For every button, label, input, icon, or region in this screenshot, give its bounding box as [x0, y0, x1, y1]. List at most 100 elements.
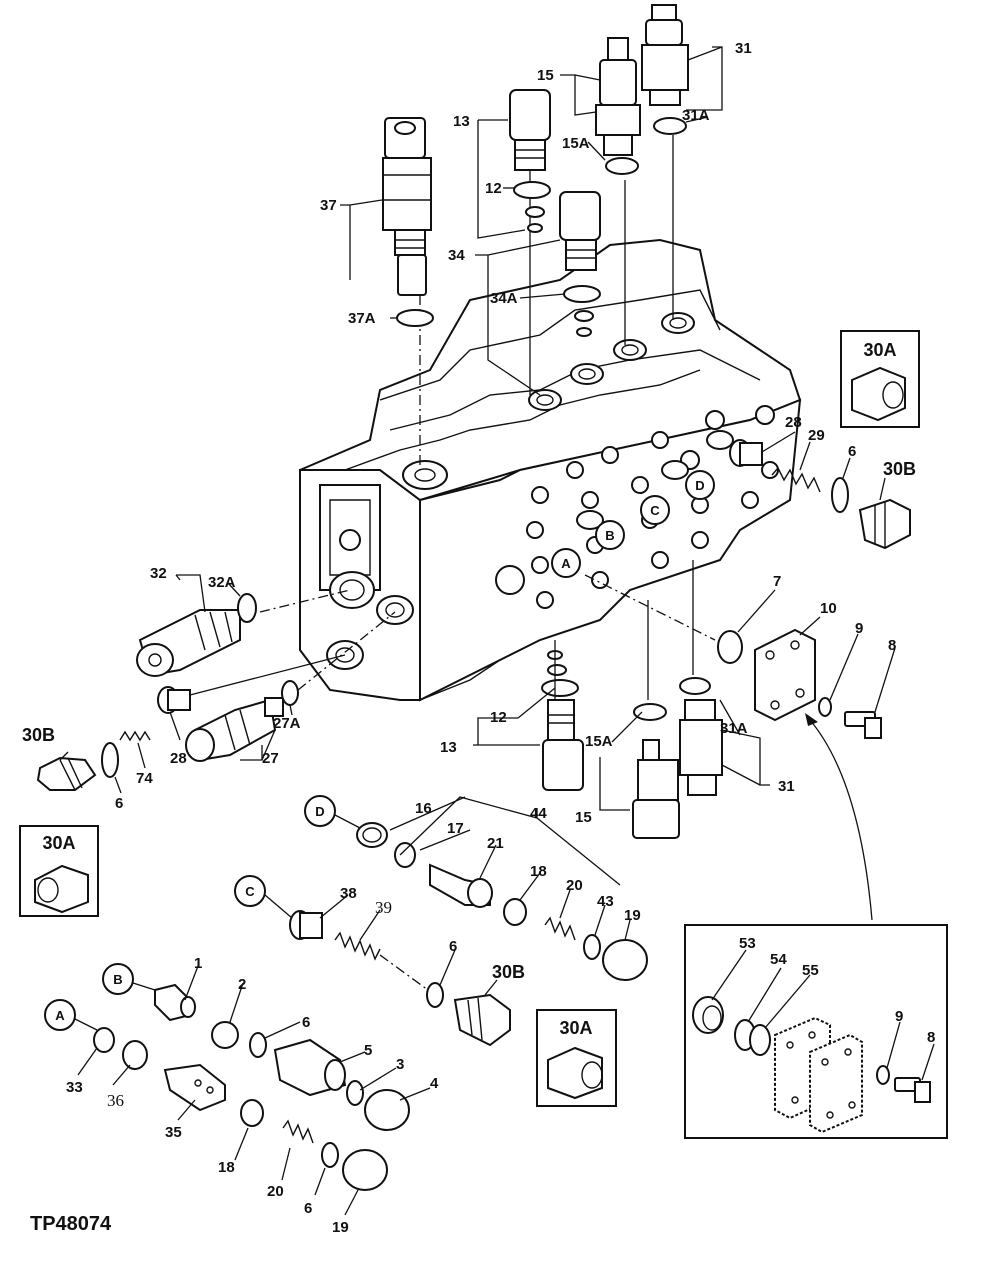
svg-text:30A: 30A — [559, 1018, 592, 1038]
o-ring-27A — [281, 680, 299, 706]
svg-text:30A: 30A — [42, 833, 75, 853]
callout-44: 44 — [530, 805, 547, 822]
seat-33 — [93, 1027, 115, 1053]
callout-6-c: 6 — [449, 938, 457, 955]
plug-18-upper — [503, 898, 527, 926]
seat-16 — [356, 822, 388, 848]
o-ring-7 — [717, 630, 743, 664]
port-marker-B-body: B — [595, 520, 625, 550]
plug-30B-center — [453, 993, 511, 1047]
callout-3: 3 — [396, 1056, 404, 1073]
label-30B-left: 30B — [22, 725, 55, 745]
svg-text:A: A — [561, 556, 571, 571]
control-valve-body: A B C D — [299, 238, 802, 702]
callout-29: 29 — [808, 427, 825, 444]
callout-18-upper: 18 — [530, 863, 547, 880]
svg-text:D: D — [695, 478, 704, 493]
callout-12-top: 12 — [485, 180, 502, 197]
lock-washer-9-inset — [876, 1065, 890, 1085]
callout-13-top: 13 — [453, 113, 470, 130]
cover-plate-10 — [754, 628, 816, 722]
relief-valve-37 — [382, 117, 432, 470]
port-marker-D-parts: D — [304, 795, 336, 827]
spring-74 — [119, 730, 151, 742]
port-marker-C-body: C — [640, 495, 670, 525]
o-ring-37A — [396, 309, 434, 327]
label-30B-center: 30B — [492, 962, 525, 982]
plug-19-lower — [342, 1149, 388, 1191]
callout-33: 33 — [66, 1079, 83, 1096]
callout-36: 36 — [107, 1091, 124, 1110]
plug-1 — [154, 983, 196, 1022]
port-marker-C-parts: C — [234, 875, 266, 907]
callout-35: 35 — [165, 1124, 182, 1141]
relief-valve-31-bottom — [679, 699, 723, 796]
poppet-21 — [429, 863, 493, 908]
leader-lines — [59, 46, 935, 1216]
spring-20-upper — [544, 916, 576, 941]
plug-box-30A-left: 30A — [19, 825, 99, 917]
callout-17: 17 — [447, 820, 464, 837]
o-ring-3 — [346, 1080, 364, 1106]
callout-38: 38 — [340, 885, 357, 902]
o-ring-6-a — [321, 1142, 339, 1168]
plug-4 — [364, 1089, 410, 1131]
valve-27 — [185, 697, 284, 762]
valve-34 — [559, 191, 601, 271]
o-ring-15A-top — [605, 157, 639, 175]
o-ring-32A — [237, 593, 257, 623]
svg-text:C: C — [245, 884, 255, 899]
port-marker-A-body: A — [551, 548, 581, 578]
callout-53: 53 — [739, 935, 756, 952]
callout-10: 10 — [820, 600, 837, 617]
o-ring-6-c — [426, 982, 444, 1008]
plug-30B-left — [36, 756, 97, 791]
svg-text:B: B — [113, 972, 122, 987]
svg-text:A: A — [55, 1008, 65, 1023]
figure-id: TP48074 — [30, 1213, 112, 1235]
callout-2: 2 — [238, 976, 246, 993]
callout-9: 9 — [855, 620, 863, 637]
callout-13-bottom: 13 — [440, 739, 457, 756]
callout-27: 27 — [262, 750, 279, 767]
sleeve-5 — [273, 1038, 347, 1097]
port-marker-D-body: D — [685, 470, 715, 500]
svg-text:30A: 30A — [863, 340, 896, 360]
callout-31-top: 31 — [735, 40, 752, 57]
front-face-holes — [495, 405, 779, 609]
seat-38 — [289, 910, 323, 940]
o-rings-34A — [563, 285, 601, 337]
plug-18-lower — [240, 1099, 264, 1127]
callout-6-right: 6 — [848, 443, 856, 460]
callout-6-a: 6 — [304, 1200, 312, 1217]
callout-7: 7 — [773, 573, 781, 590]
o-ring-31A-top — [653, 117, 687, 135]
callout-74: 74 — [136, 770, 153, 787]
o-ring-6-b — [249, 1032, 267, 1058]
o-ring-43 — [583, 934, 601, 960]
seat-53 — [692, 996, 724, 1034]
plug-30B-right — [858, 498, 911, 550]
inset-detail-box — [684, 924, 948, 1139]
callout-28-right: 28 — [785, 414, 802, 431]
spool-35 — [163, 1063, 226, 1112]
seat-28-right — [729, 439, 763, 467]
callout-16: 16 — [415, 800, 432, 817]
o-ring-6-right — [831, 477, 849, 513]
relief-valve-15-bottom — [632, 739, 680, 839]
callout-18-lower: 18 — [218, 1159, 235, 1176]
callout-1: 1 — [194, 955, 202, 972]
callout-6-left: 6 — [115, 795, 123, 812]
callout-15A-top: 15A — [562, 135, 590, 152]
callout-labels: 37 37A 13 12 34 34A 15 15A 31 31A 32 32A… — [22, 40, 935, 1236]
callout-20-lower: 20 — [267, 1183, 284, 1200]
plug-19-upper — [602, 939, 648, 981]
callout-32A: 32A — [208, 574, 236, 591]
relief-valve-32 — [136, 609, 241, 677]
callout-9-inset: 9 — [895, 1008, 903, 1025]
callout-12-bottom: 12 — [490, 709, 507, 726]
callout-31-bottom: 31 — [778, 778, 795, 795]
callout-31A-bottom: 31A — [720, 720, 748, 737]
relief-valve-31-top — [641, 4, 689, 320]
